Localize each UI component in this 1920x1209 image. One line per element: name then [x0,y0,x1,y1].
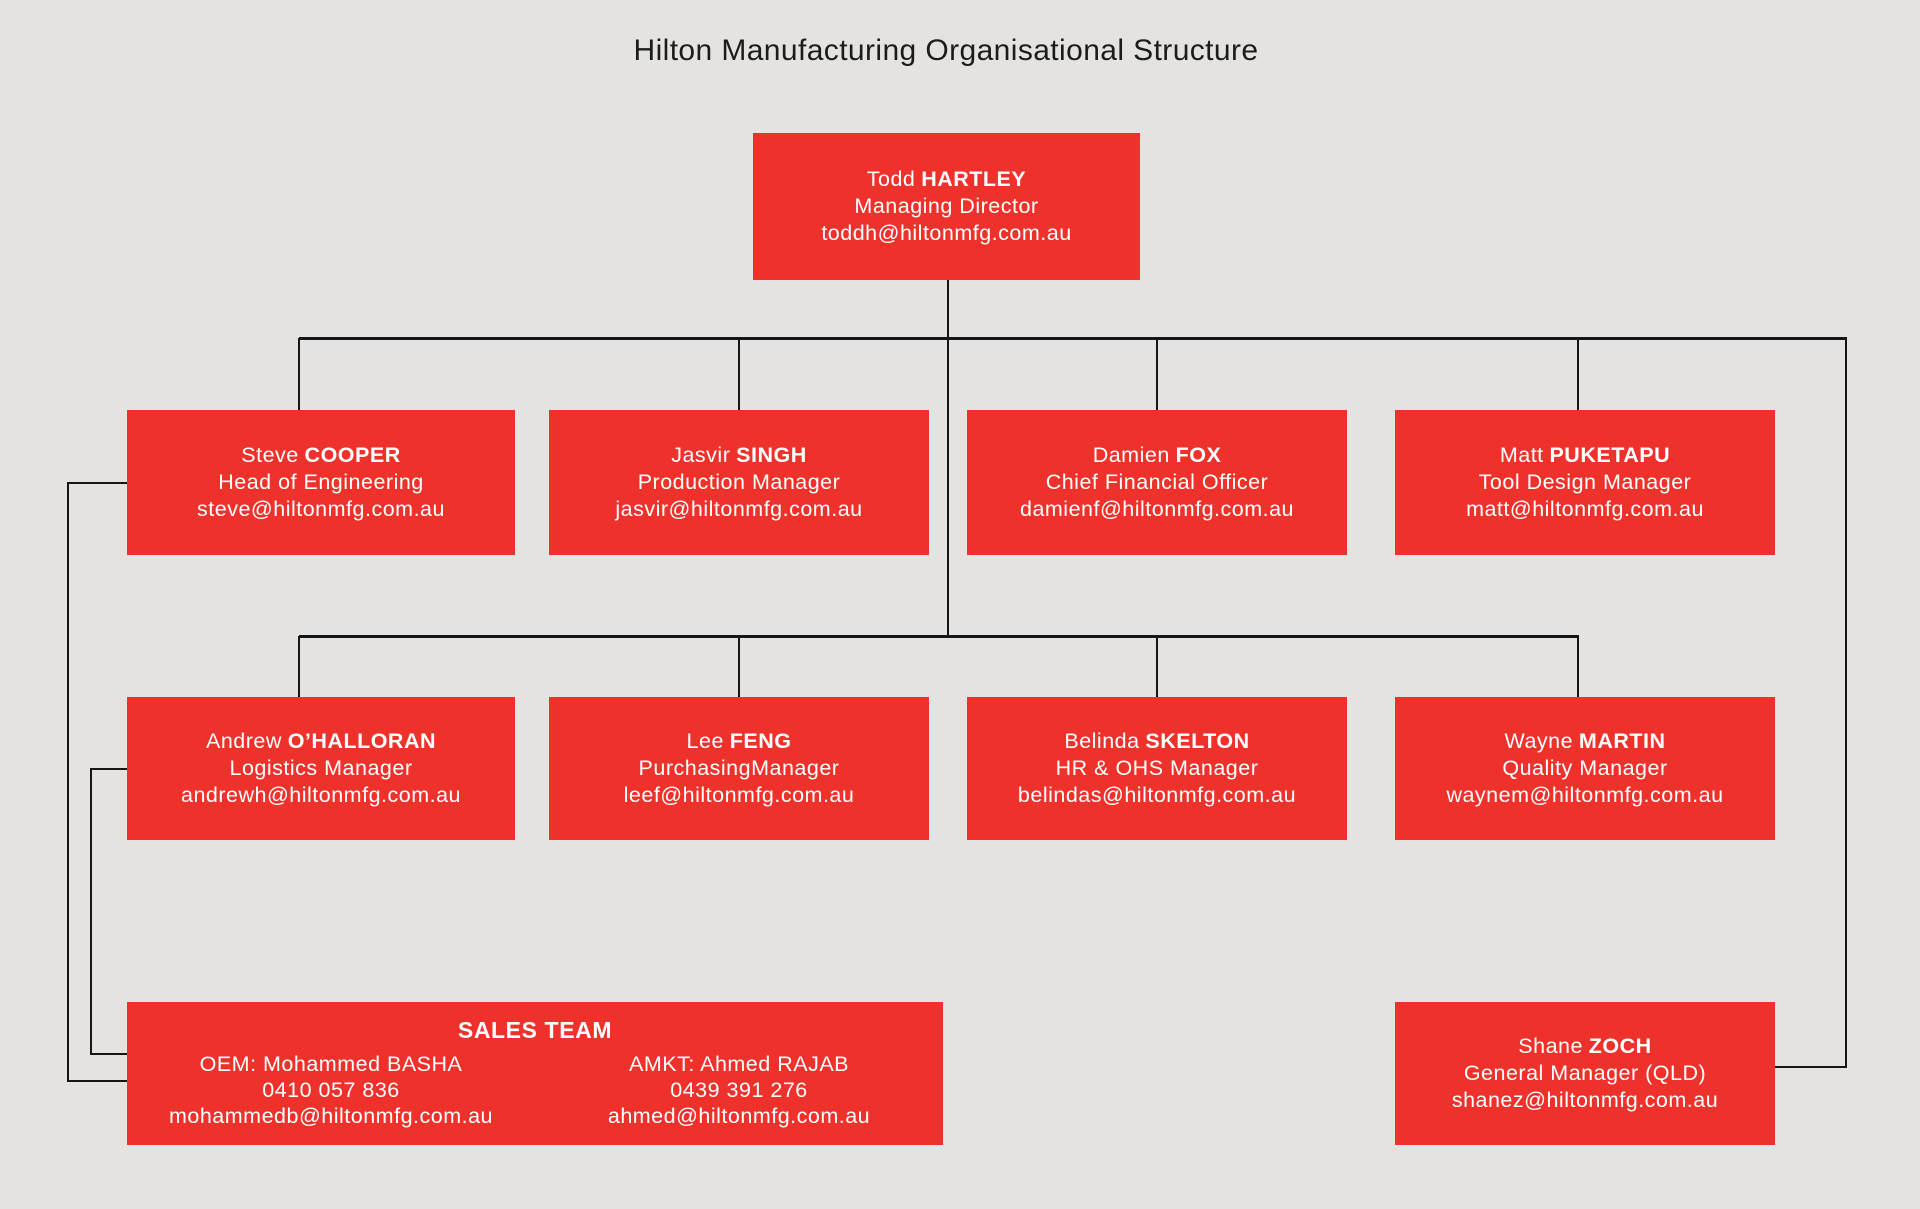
sales-team-member-amkt: AMKT: Ahmed RAJAB 0439 391 276 ahmed@hil… [535,1051,943,1129]
person-email: toddh@hiltonmfg.com.au [821,221,1072,245]
connector-right-vertical-to-shane [1845,337,1847,1068]
connector-sales-inner-stub [90,1053,127,1055]
person-email: damienf@hiltonmfg.com.au [1019,497,1295,521]
person-role: Managing Director [854,194,1039,218]
connector-drop-belinda [1156,636,1158,697]
person-email: jasvir@hiltonmfg.com.au [615,497,863,521]
sales-member-email: mohammedb@hiltonmfg.com.au [168,1104,493,1128]
person-email: leef@hiltonmfg.com.au [623,783,855,807]
connector-drop-lee [738,636,740,697]
person-role: Quality Manager [1502,756,1668,780]
connector-shane-stub [1775,1066,1847,1068]
sales-member-name: OEM: Mohammed BASHA [199,1052,463,1076]
connector-drop-jasvir [738,338,740,410]
connector-andrew-left-stub [90,768,127,770]
connector-drop-andrew [298,636,300,697]
person-role: PurchasingManager [638,756,840,780]
person-email: andrewh@hiltonmfg.com.au [180,783,461,807]
person-role: Production Manager [637,470,841,494]
sales-team-box: SALES TEAM OEM: Mohammed BASHA 0410 057 … [127,1002,943,1145]
person-role: Chief Financial Officer [1045,470,1269,494]
sales-member-phone: 0410 057 836 [262,1078,400,1102]
sales-team-columns: OEM: Mohammed BASHA 0410 057 836 mohamme… [127,1051,943,1129]
page-title: Hilton Manufacturing Organisational Stru… [633,34,1259,67]
person-role: Logistics Manager [229,756,413,780]
connector-rail-tier3 [299,635,1579,638]
connector-drop-wayne [1577,636,1579,697]
connector-rail-tier2 [299,337,1847,340]
person-role: HR & OHS Manager [1055,756,1259,780]
person-email: shanez@hiltonmfg.com.au [1451,1088,1719,1112]
person-email: waynem@hiltonmfg.com.au [1446,783,1724,807]
connector-steve-left-stub [67,482,127,484]
sales-member-name: AMKT: Ahmed RAJAB [629,1052,849,1076]
connector-drop-matt [1577,338,1579,410]
connector-todd-vertical [947,280,949,638]
sales-member-phone: 0439 391 276 [670,1078,808,1102]
person-email: steve@hiltonmfg.com.au [197,497,445,521]
connector-drop-damien [1156,338,1158,410]
person-role: Head of Engineering [218,470,424,494]
connector-left-inner-vertical [90,768,92,1055]
connector-left-outer-vertical [67,482,69,1082]
person-email: belindas@hiltonmfg.com.au [1017,783,1297,807]
connector-sales-outer-stub [67,1080,127,1082]
connector-drop-steve [298,338,300,410]
person-email: matt@hiltonmfg.com.au [1466,497,1704,521]
sales-member-email: ahmed@hiltonmfg.com.au [607,1104,871,1128]
person-role: General Manager (QLD) [1463,1061,1707,1085]
person-role: Tool Design Manager [1478,470,1692,494]
sales-team-heading: SALES TEAM [457,1017,613,1043]
sales-team-member-oem: OEM: Mohammed BASHA 0410 057 836 mohamme… [127,1051,535,1129]
